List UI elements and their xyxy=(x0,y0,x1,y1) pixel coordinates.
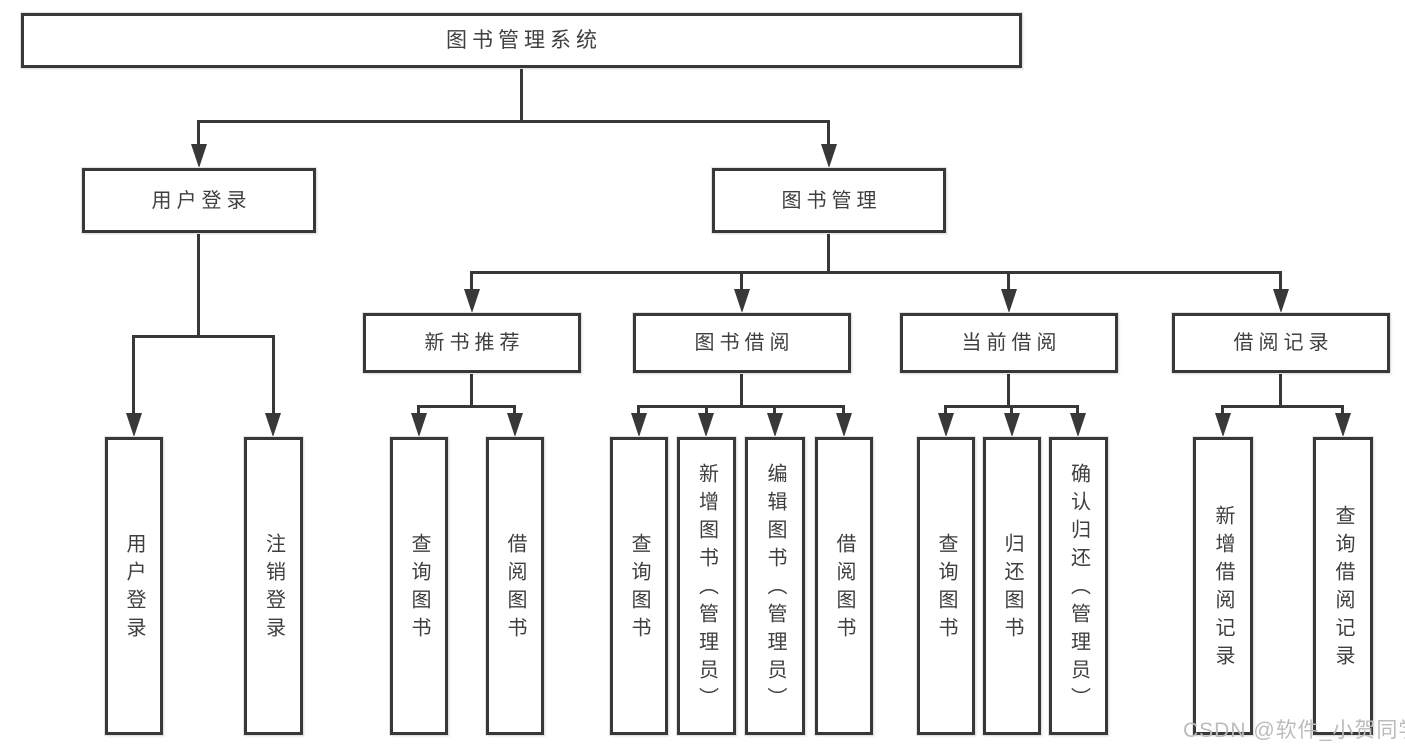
leaf-query-borrow-record-label: 查询借阅记录 xyxy=(1332,505,1354,673)
leaf-query-books-current: 查询图书 xyxy=(917,437,975,735)
connector-vline xyxy=(1007,373,1010,405)
connector-hline xyxy=(133,335,274,338)
connector-vline xyxy=(470,373,473,405)
arrow-down-icon xyxy=(126,413,142,437)
leaf-return-books: 归还图书 xyxy=(983,437,1041,735)
leaf-edit-books-admin-label: 编辑图书（管理员） xyxy=(764,463,786,715)
connector-vline xyxy=(842,405,845,414)
leaf-add-borrow-record-label: 新增借阅记录 xyxy=(1212,505,1234,673)
arrow-down-icon xyxy=(821,144,837,168)
leaf-borrow-books-recommend-label: 借阅图书 xyxy=(504,533,526,645)
leaf-confirm-return-admin: 确认归还（管理员） xyxy=(1049,437,1108,735)
connector-vline xyxy=(740,271,743,290)
connector-vline xyxy=(272,335,275,414)
leaf-edit-books-admin: 编辑图书（管理员） xyxy=(745,437,805,735)
connector-vline xyxy=(705,405,708,414)
connector-hline xyxy=(472,271,1281,274)
node-book-borrowing-label: 图书借阅 xyxy=(694,332,795,354)
leaf-borrow-books-label: 借阅图书 xyxy=(833,533,855,645)
connector-vline xyxy=(520,68,523,120)
connector-hline xyxy=(639,405,844,408)
leaf-add-books-admin: 新增图书（管理员） xyxy=(677,437,736,735)
node-user-login: 用户登录 xyxy=(82,168,316,233)
node-borrow-records-label: 借阅记录 xyxy=(1233,332,1334,354)
arrow-down-icon xyxy=(191,144,207,168)
leaf-add-borrow-record: 新增借阅记录 xyxy=(1193,437,1253,735)
connector-vline xyxy=(470,271,473,290)
leaf-user-login: 用户登录 xyxy=(105,437,163,735)
leaf-return-books-label: 归还图书 xyxy=(1001,533,1023,645)
leaf-query-books-borrowing: 查询图书 xyxy=(610,437,668,735)
node-current-borrowing-label: 当前借阅 xyxy=(961,332,1062,354)
connector-vline xyxy=(1221,405,1224,414)
connector-hline xyxy=(1223,405,1343,408)
connector-vline xyxy=(197,120,200,146)
leaf-query-books-recommend-label: 查询图书 xyxy=(408,533,430,645)
node-book-management-label: 图书管理 xyxy=(781,189,882,212)
arrow-down-icon xyxy=(411,413,427,437)
arrow-down-icon xyxy=(631,413,647,437)
connector-vline xyxy=(132,335,135,414)
leaf-add-books-admin-label: 新增图书（管理员） xyxy=(695,463,718,715)
connector-vline xyxy=(1076,405,1079,414)
leaf-borrow-books: 借阅图书 xyxy=(815,437,873,735)
connector-hline xyxy=(419,405,515,408)
leaf-query-books-borrowing-label: 查询图书 xyxy=(628,533,650,645)
arrow-down-icon xyxy=(1004,413,1020,437)
node-new-book-recommend-label: 新书推荐 xyxy=(424,332,525,354)
connector-vline xyxy=(637,405,640,414)
leaf-borrow-books-recommend: 借阅图书 xyxy=(486,437,544,735)
leaf-logout: 注销登录 xyxy=(244,437,303,735)
arrow-down-icon xyxy=(836,413,852,437)
arrow-down-icon xyxy=(1335,413,1351,437)
node-new-book-recommend: 新书推荐 xyxy=(363,313,581,373)
connector-vline xyxy=(1279,271,1282,290)
node-current-borrowing: 当前借阅 xyxy=(900,313,1118,373)
arrow-down-icon xyxy=(265,413,281,437)
connector-vline xyxy=(513,405,516,414)
connector-vline xyxy=(827,233,830,271)
connector-vline xyxy=(417,405,420,414)
leaf-logout-label: 注销登录 xyxy=(262,533,285,645)
node-user-login-label: 用户登录 xyxy=(151,189,252,212)
arrow-down-icon xyxy=(734,289,750,313)
arrow-down-icon xyxy=(1070,413,1086,437)
arrow-down-icon xyxy=(507,413,523,437)
connector-vline xyxy=(740,373,743,405)
arrow-down-icon xyxy=(1273,289,1289,313)
leaf-user-login-label: 用户登录 xyxy=(123,533,145,645)
arrow-down-icon xyxy=(938,413,954,437)
connector-vline xyxy=(1010,405,1013,414)
leaf-query-borrow-record: 查询借阅记录 xyxy=(1313,437,1373,735)
node-root: 图书管理系统 xyxy=(21,13,1022,68)
node-root-label: 图书管理系统 xyxy=(446,29,602,52)
leaf-confirm-return-admin-label: 确认归还（管理员） xyxy=(1067,463,1090,715)
connector-vline xyxy=(1341,405,1344,414)
connector-vline xyxy=(773,405,776,414)
leaf-query-books-current-label: 查询图书 xyxy=(935,533,957,645)
connector-vline xyxy=(197,233,200,335)
leaf-query-books-recommend: 查询图书 xyxy=(390,437,448,735)
arrow-down-icon xyxy=(464,289,480,313)
node-borrow-records: 借阅记录 xyxy=(1172,313,1390,373)
connector-vline xyxy=(1279,373,1282,405)
csdn-watermark: CSDN @软件_小贺同学 xyxy=(1183,719,1405,742)
arrow-down-icon xyxy=(698,413,714,437)
node-book-borrowing: 图书借阅 xyxy=(633,313,851,373)
connector-hline xyxy=(199,120,830,123)
node-book-management: 图书管理 xyxy=(712,168,946,233)
arrow-down-icon xyxy=(1215,413,1231,437)
connector-vline xyxy=(944,405,947,414)
connector-vline xyxy=(1007,271,1010,290)
connector-vline xyxy=(827,120,830,146)
arrow-down-icon xyxy=(1001,289,1017,313)
arrow-down-icon xyxy=(767,413,783,437)
